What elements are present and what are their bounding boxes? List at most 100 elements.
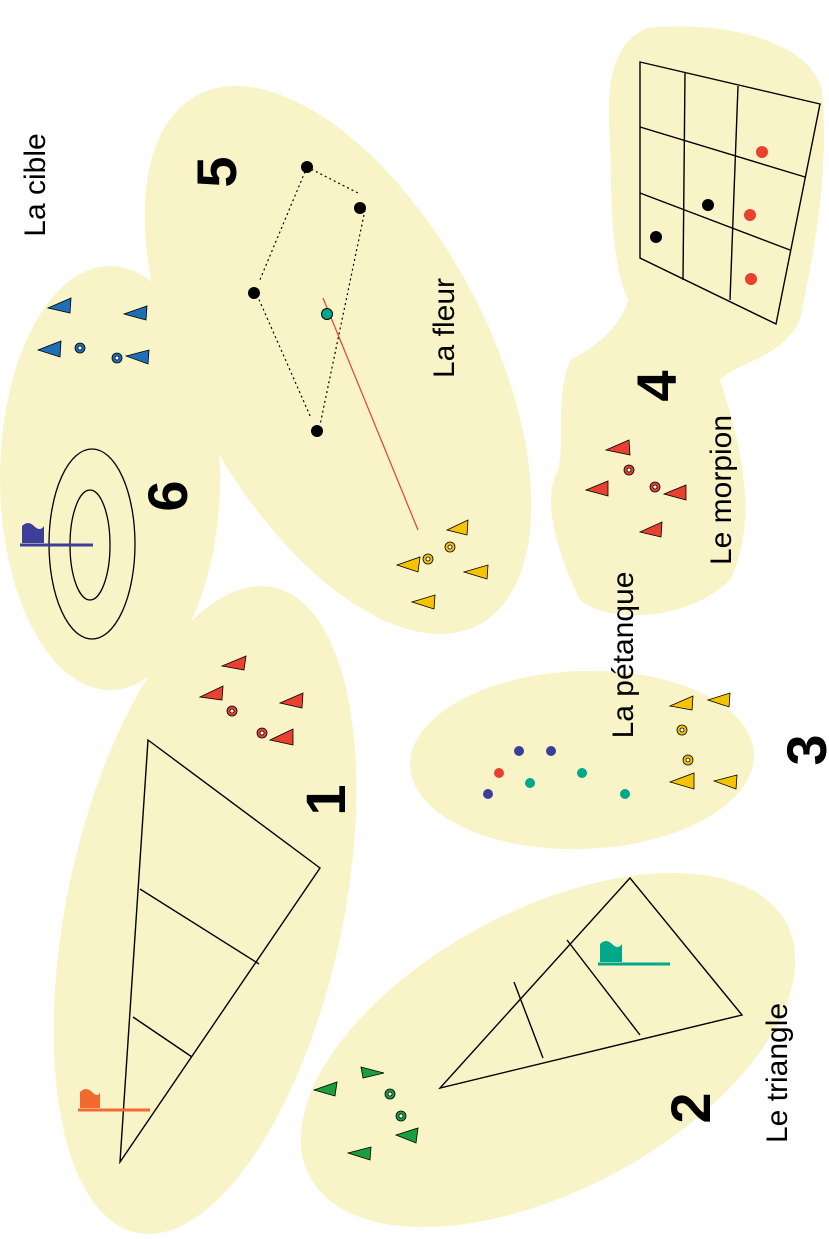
field-number-4: 4 xyxy=(625,370,688,401)
fleur-edge-4 xyxy=(319,209,366,426)
red4-cone-3 xyxy=(662,484,687,501)
red-cone-2 xyxy=(198,685,224,701)
yellow-cone-1 xyxy=(668,695,694,711)
label-la-petanque: La pétanque xyxy=(607,572,640,739)
morpion-col-1 xyxy=(682,72,686,281)
boule-teal-1 xyxy=(525,778,535,788)
label-le-morpion: Le morpion xyxy=(705,415,738,565)
yellow-cone-4 xyxy=(712,774,738,790)
zone-1 xyxy=(53,585,357,1235)
blue-cone-4 xyxy=(124,349,150,365)
blue-cone-3 xyxy=(36,340,62,358)
field-number-5: 5 xyxy=(185,156,248,187)
zone-2 xyxy=(300,872,796,1228)
team-red-1 xyxy=(198,655,304,746)
field-number-6: 6 xyxy=(136,480,199,511)
fleur-point-2 xyxy=(354,202,366,214)
morpion-black-1 xyxy=(650,231,662,243)
green-cone-2 xyxy=(360,1066,385,1079)
team-yellow-3 xyxy=(668,692,738,790)
fleur-edge-2 xyxy=(258,166,308,283)
yellow-cone-2 xyxy=(706,692,731,708)
fleur-point-1 xyxy=(301,161,313,173)
red-player-1-core xyxy=(229,708,235,714)
yellow-player-1-core xyxy=(679,727,685,733)
yellow5-cone-2 xyxy=(395,556,421,573)
field-2-line-b xyxy=(513,981,544,1059)
red-cone-4 xyxy=(268,728,294,746)
yellow-player-2-core xyxy=(685,757,691,763)
morpion-row-1 xyxy=(639,126,806,178)
flag-orange-cloth xyxy=(80,1089,100,1108)
yellow5-cone-4 xyxy=(410,594,436,610)
morpion-red-2 xyxy=(744,209,756,221)
boule-navy-3 xyxy=(483,789,493,799)
flag-navy-cloth xyxy=(22,523,44,543)
red4-cone-2 xyxy=(584,480,609,497)
blue-player-1-core xyxy=(77,345,83,351)
red-cone-1 xyxy=(220,655,247,671)
blue-cone-1 xyxy=(46,297,72,314)
red4-cone-1 xyxy=(604,439,631,456)
yellow5-cone-1 xyxy=(445,519,469,536)
fleur-point-4 xyxy=(311,425,323,437)
field-1-triangle xyxy=(119,738,321,1165)
team-green-2 xyxy=(312,1066,419,1161)
yellow5-player-1-core xyxy=(425,556,431,562)
morpion-black-2 xyxy=(702,199,714,211)
yellow5-cone-3 xyxy=(462,564,489,580)
team-yellow-5 xyxy=(395,519,489,610)
flag-teal xyxy=(598,941,670,966)
field-1-line-b xyxy=(132,1016,193,1058)
field-2-outline xyxy=(437,876,744,1090)
morpion-grid xyxy=(639,61,821,326)
blue-cone-2 xyxy=(122,305,148,321)
red-player-2-core xyxy=(259,730,265,736)
green-cone-1 xyxy=(312,1081,338,1097)
fleur-edge-3 xyxy=(256,294,312,419)
zone-3 xyxy=(410,670,754,850)
morpion-col-2 xyxy=(729,85,739,301)
fleur-point-3 xyxy=(248,287,260,299)
label-le-triangle: Le triangle xyxy=(761,1003,794,1143)
label-la-fleur: La fleur xyxy=(428,278,461,378)
zone-6 xyxy=(0,266,220,690)
field-number-1: 1 xyxy=(294,784,357,815)
yellow-cone-3 xyxy=(668,772,695,790)
boules xyxy=(483,746,630,799)
red-cone-3 xyxy=(278,692,304,709)
green-cone-4 xyxy=(346,1146,372,1161)
boule-navy-2 xyxy=(546,746,556,756)
label-la-cible: La cible xyxy=(19,133,52,236)
zones xyxy=(0,26,824,1235)
fleur-center-ball xyxy=(321,308,333,320)
blue-player-2-core xyxy=(114,355,120,361)
red4-player-2-core xyxy=(652,484,658,490)
flag-navy xyxy=(20,523,93,547)
team-red-4 xyxy=(584,439,687,538)
field-1-line-a xyxy=(139,888,260,965)
morpion-red-3 xyxy=(745,273,757,285)
yellow5-player-2-core xyxy=(447,544,453,550)
field-2-triangle xyxy=(437,876,744,1090)
red4-cone-4 xyxy=(638,521,663,538)
morpion-red-1 xyxy=(756,146,768,158)
fleur-shape xyxy=(256,166,366,426)
morpion-pieces xyxy=(650,146,768,285)
morpion-outline xyxy=(639,61,821,326)
fleur-points xyxy=(248,161,366,437)
team-blue-6 xyxy=(36,297,150,365)
boule-teal-2 xyxy=(577,768,587,778)
flag-teal-cloth xyxy=(600,941,622,962)
red4-player-1-core xyxy=(626,467,632,473)
flag-orange xyxy=(78,1089,150,1112)
field-2-line-a xyxy=(566,939,641,1036)
green-cone-3 xyxy=(394,1127,419,1144)
fleur-throw-line xyxy=(322,297,419,531)
field-number-3: 3 xyxy=(775,734,829,765)
zone-5 xyxy=(144,85,532,635)
boule-red-jack xyxy=(494,768,504,778)
zone-4 xyxy=(550,26,824,616)
green-player-1-core xyxy=(387,1091,393,1097)
